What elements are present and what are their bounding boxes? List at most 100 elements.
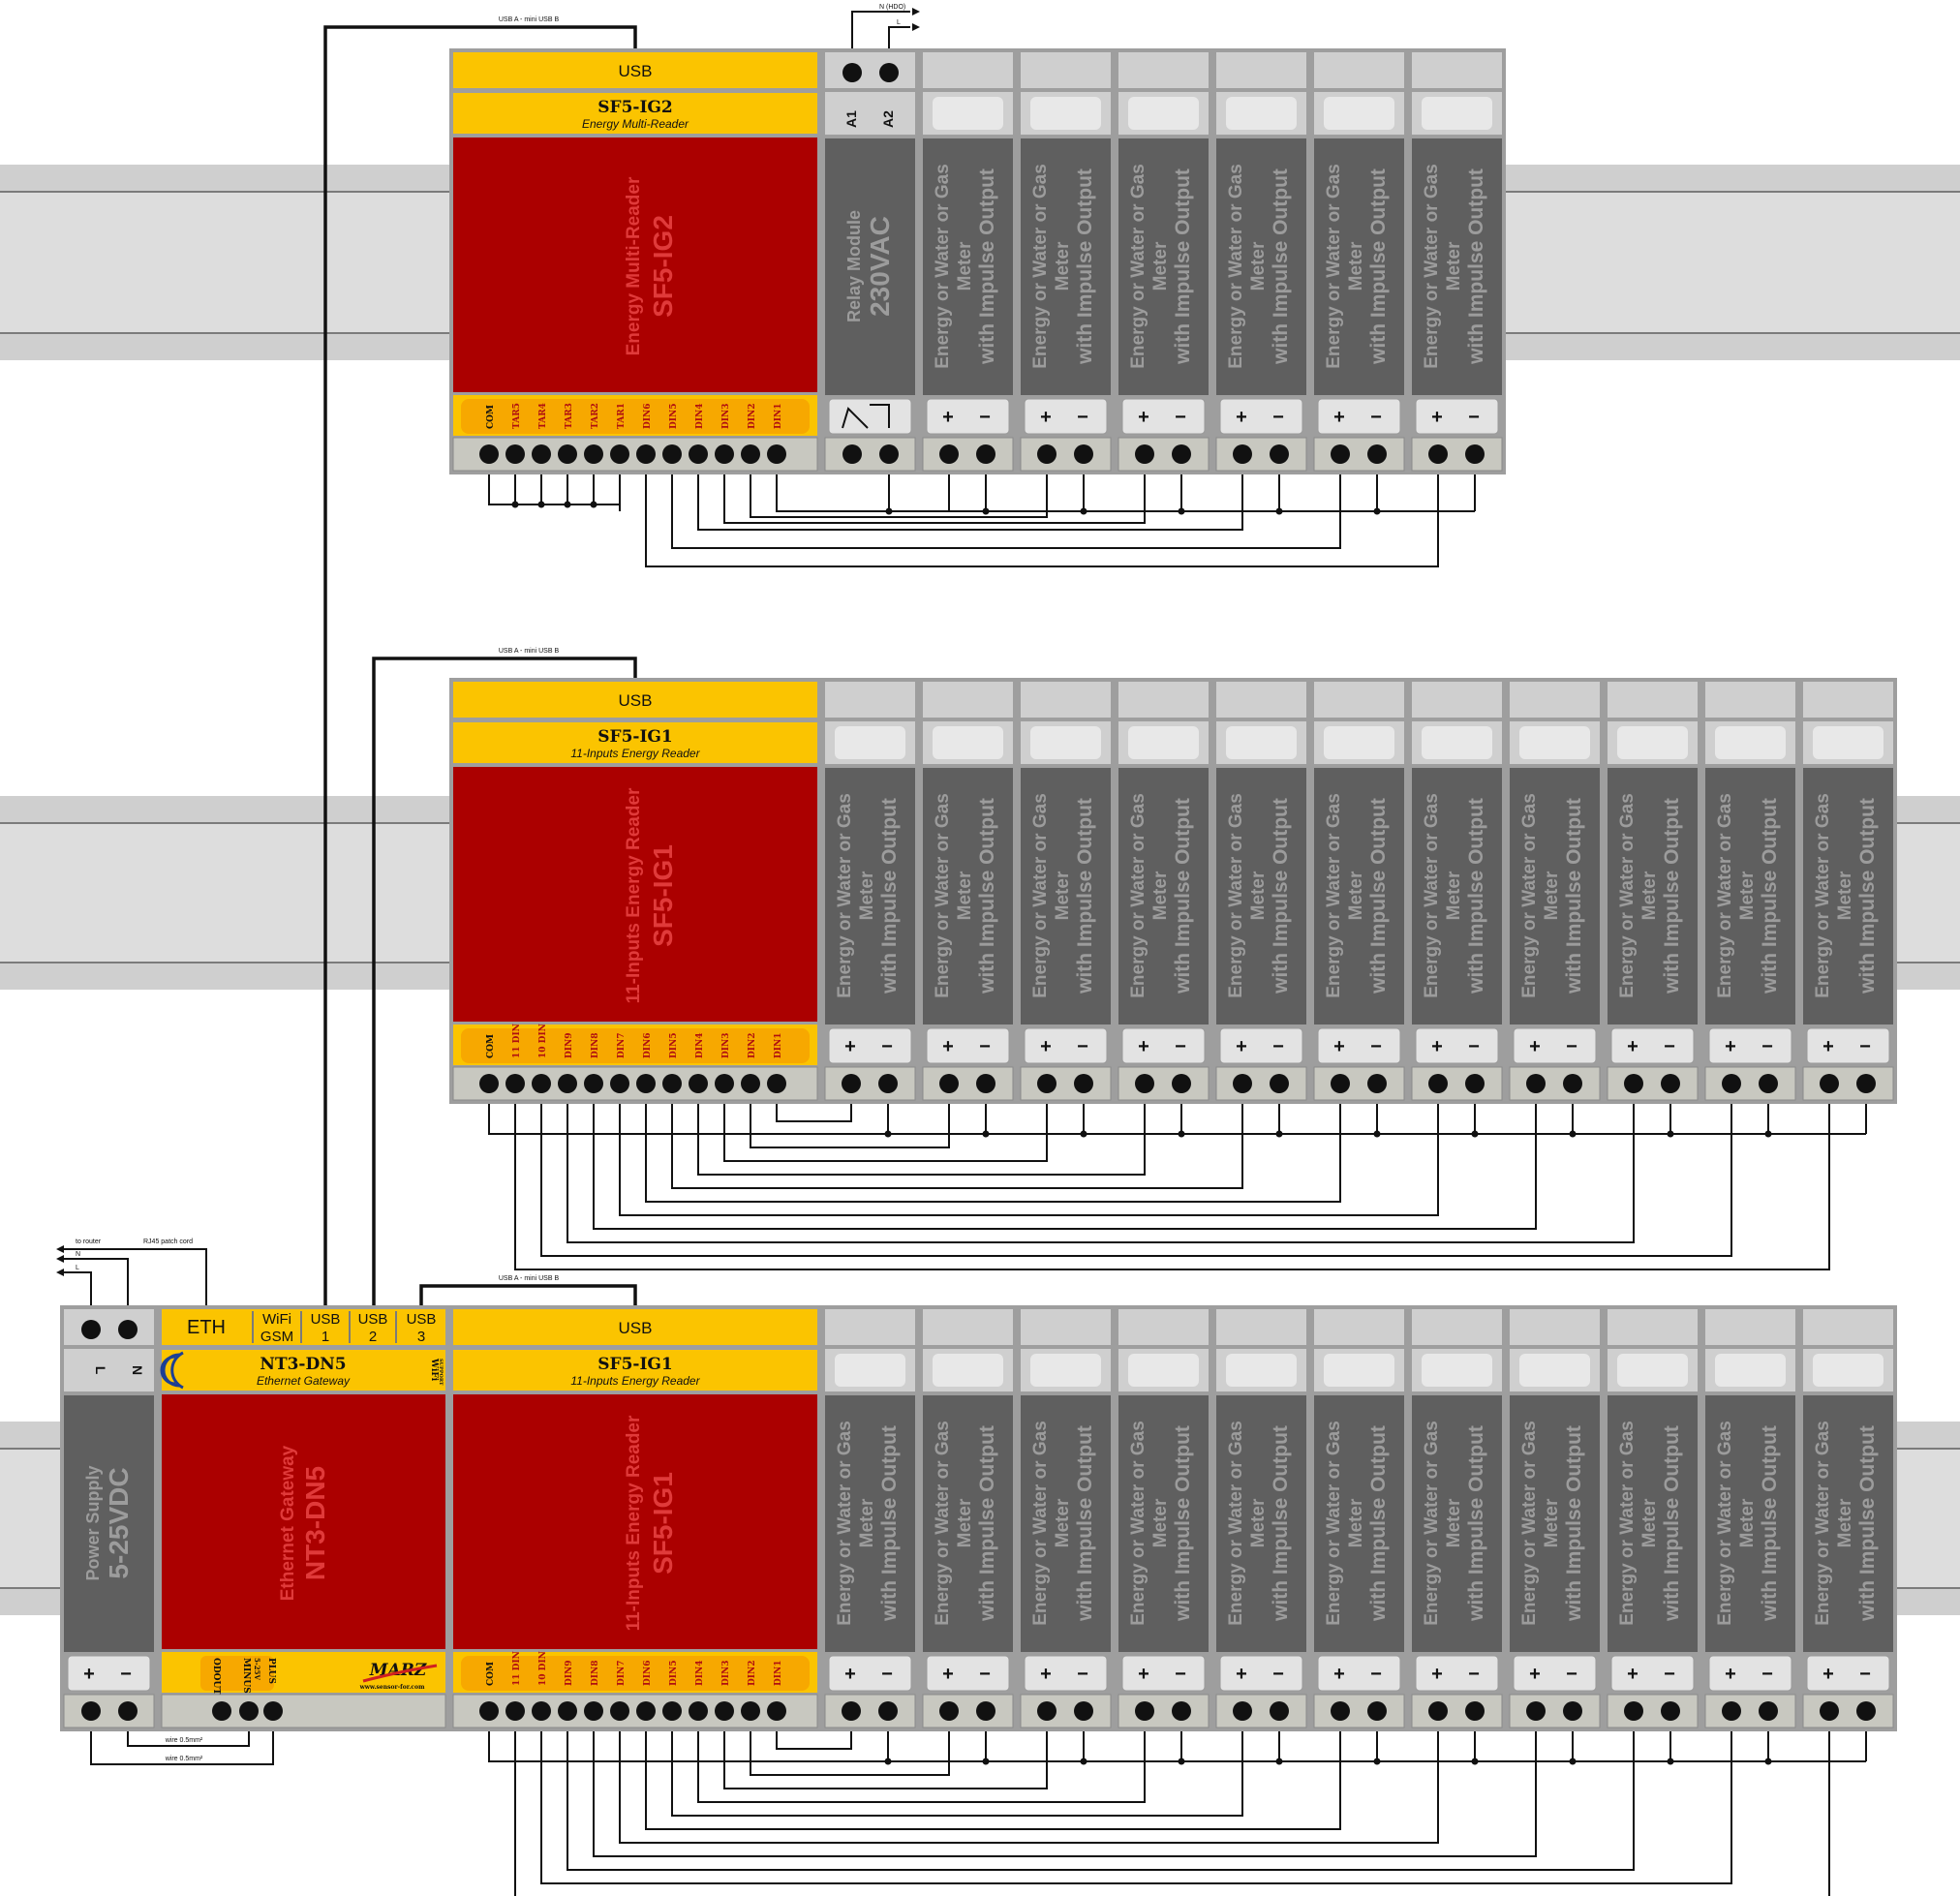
relay-body [825, 138, 915, 395]
slot-top-bar [825, 682, 915, 718]
brand-swoosh [362, 1664, 438, 1683]
slot-cap [1128, 97, 1199, 130]
minus-label: − [1468, 1036, 1480, 1057]
minus-label: − [1761, 1664, 1773, 1685]
meter-text: Energy or Water or Gas [1226, 793, 1246, 998]
slot-body [1216, 1395, 1306, 1652]
meter-text: Meter [1346, 871, 1366, 920]
usb-label: USB [619, 1319, 653, 1337]
meter-text: with Impulse Output [878, 798, 901, 994]
minus-terminal [1759, 1074, 1778, 1093]
polarity-box [926, 1027, 1010, 1064]
pin-label: DIN3 [721, 1660, 731, 1686]
wireless-icon [170, 1351, 184, 1390]
meter-text: with Impulse Output [1270, 168, 1292, 365]
pin-label: TAR1 [617, 403, 627, 429]
meter-text: Energy or Water or Gas [1030, 164, 1051, 369]
wire-spec-label: wire 0.5mm² [165, 1737, 203, 1744]
relay-terminal [879, 444, 899, 464]
terminal-strip [1215, 437, 1307, 472]
eth-port-label: ETH [187, 1317, 226, 1338]
slot-body [1803, 1395, 1893, 1652]
plus-label: + [1431, 407, 1443, 428]
polarity-box [1024, 398, 1108, 435]
slot-body [1705, 768, 1795, 1024]
junction-dot [1569, 1758, 1577, 1765]
slot-body [1021, 138, 1111, 395]
usb-cable-label: USB A - mini USB B [499, 1275, 560, 1282]
plus-label: + [1236, 1664, 1247, 1685]
plus-label: + [1822, 1664, 1834, 1685]
plus-terminal [1037, 1701, 1057, 1721]
module-title: NT3-DN5 [260, 1355, 346, 1374]
pin-plate [461, 1028, 810, 1063]
usb-bar [453, 1309, 817, 1345]
pin-label: DIN1 [774, 1660, 783, 1686]
meter-text: with Impulse Output [1367, 1425, 1390, 1622]
plus-terminal [1624, 1701, 1643, 1721]
meter-text: Meter [1835, 1498, 1855, 1547]
terminal-din1 [767, 1701, 786, 1721]
din-wire [567, 1711, 1635, 1871]
meter-text: Meter [1444, 241, 1464, 291]
meter-text: Energy or Water or Gas [1128, 164, 1148, 369]
terminal-din3 [715, 1074, 734, 1093]
slot-body [1216, 138, 1306, 395]
slot-top-bar [1118, 52, 1209, 88]
eth-cable [60, 1248, 207, 1310]
port-bar [162, 1309, 445, 1345]
slot-body [1314, 768, 1404, 1024]
pin-label: 5-25V [253, 1658, 261, 1681]
minus-terminal [1465, 1701, 1485, 1721]
slot-cap [1324, 726, 1394, 759]
usb-port-label: USB [407, 1311, 437, 1328]
plus-label: + [1822, 1036, 1834, 1057]
meter-text: Meter [1248, 241, 1269, 291]
slot-body [1412, 768, 1502, 1024]
terminal-din4 [689, 1701, 708, 1721]
polarity-box [1513, 1027, 1597, 1064]
terminal-com [479, 444, 499, 464]
meter-text: Energy or Water or Gas [933, 164, 953, 369]
pin-plate [461, 399, 810, 434]
junction-dot [1080, 1758, 1087, 1765]
terminal-strip [1215, 1694, 1307, 1728]
pin-label: TAR2 [591, 403, 600, 429]
din-wire [697, 1711, 1146, 1803]
module-body [453, 767, 817, 1022]
relay-contact-icon [870, 404, 890, 428]
terminal-strip [1313, 1694, 1405, 1728]
terminal-din5 [662, 1074, 682, 1093]
power-wire [90, 1711, 274, 1765]
terminal-strip [1704, 1066, 1796, 1101]
minus-terminal [976, 444, 995, 464]
terminal-din3 [715, 444, 734, 464]
slot-body [1118, 1395, 1209, 1652]
plus-label: + [1040, 1036, 1052, 1057]
terminal-strip [1411, 1066, 1503, 1101]
meter-text: Meter [1542, 1498, 1562, 1547]
terminal-strip [1411, 1694, 1503, 1728]
slot-cap [933, 726, 1003, 759]
pin-label: DIN6 [643, 1032, 653, 1058]
pin-label: TAR5 [512, 403, 522, 429]
meter-text: Energy or Water or Gas [1226, 1421, 1246, 1626]
terminal-strip [922, 1066, 1014, 1101]
junction-dot [1080, 507, 1087, 515]
slot-top-bar [1608, 1309, 1698, 1345]
terminal-strip [922, 437, 1014, 472]
plus-label: + [1236, 1036, 1247, 1057]
slot-cap [1617, 726, 1688, 759]
meter-text: Meter [1248, 1498, 1269, 1547]
terminal-din7 [610, 1701, 629, 1721]
terminal-strip [1704, 1694, 1796, 1728]
junction-dot [1667, 1130, 1674, 1138]
plus-terminal [1722, 1074, 1741, 1093]
minus-label: − [1664, 1664, 1675, 1685]
plus-label: + [1236, 407, 1247, 428]
plus-label: + [1431, 1036, 1443, 1057]
